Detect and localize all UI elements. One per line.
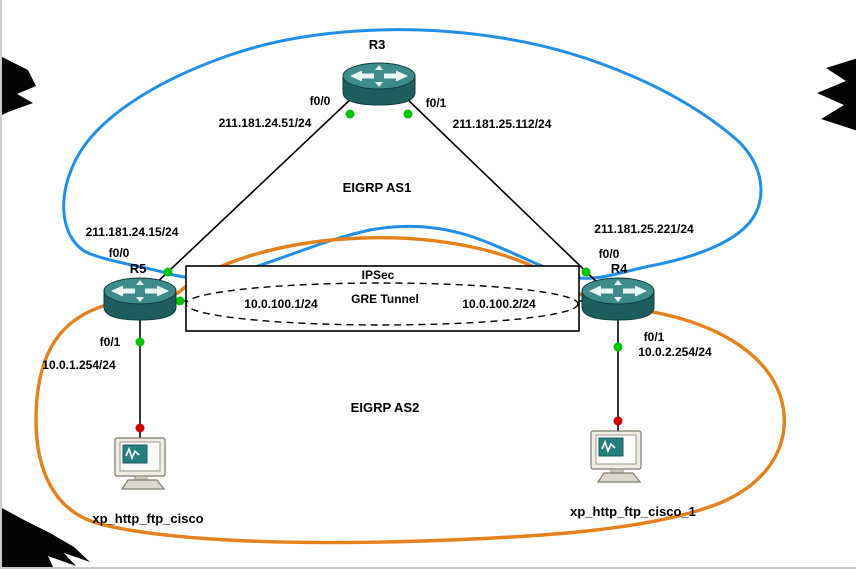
router-r4-icon[interactable]: [581, 277, 655, 321]
scribble-bottom-left: [2, 508, 90, 567]
link-status-up-dot: [403, 109, 413, 119]
scribble-top-left: [2, 57, 36, 115]
r5-f00-ip: 211.181.24.15/24: [86, 225, 179, 239]
link-r3-r5[interactable]: [151, 95, 355, 288]
eigrp-as2-label: EIGRP AS2: [351, 400, 420, 415]
link-r3-r4[interactable]: [403, 95, 603, 288]
eigrp-as1-label: EIGRP AS1: [343, 180, 412, 195]
link-status-down-dot: [135, 423, 145, 433]
gre-tunnel-right-ip: 10.0.100.2/24: [462, 297, 536, 311]
link-status-up-dot: [613, 342, 623, 352]
link-status-up-dot: [581, 267, 591, 277]
ipsec-label: IPSec: [362, 268, 395, 282]
scribble-right-edge: [817, 58, 856, 131]
eigrp-as2-area-outline[interactable]: [34, 235, 786, 545]
link-status-up-dot: [345, 109, 355, 119]
gre-tunnel-label: GRE Tunnel: [351, 292, 419, 306]
pc1-label: xp_http_ftp_cisco: [92, 511, 203, 526]
r3-f01-ip: 211.181.25.112/24: [453, 117, 552, 131]
link-status-up-dot: [175, 296, 185, 306]
link-status-down-dot: [613, 416, 623, 426]
host-pc1-icon[interactable]: [114, 437, 166, 490]
router-r3-icon[interactable]: [342, 62, 416, 106]
pc2-label: xp_http_ftp_cisco_1: [570, 504, 696, 519]
r5-f01-ip: 10.0.1.254/24: [42, 358, 116, 372]
router-r5-icon[interactable]: [103, 277, 177, 321]
eigrp-as1-area-outline[interactable]: [62, 28, 763, 280]
r4-label: R4: [611, 261, 628, 276]
r3-f00-label: f0/0: [310, 94, 331, 108]
r4-f01-label: f0/1: [644, 330, 665, 344]
gre-tunnel-left-ip: 10.0.100.1/24: [244, 297, 318, 311]
r5-f01-label: f0/1: [100, 335, 121, 349]
link-status-up-dot: [135, 337, 145, 347]
r3-label: R3: [369, 37, 386, 52]
r4-f00-label: f0/0: [599, 247, 620, 261]
gre-tunnel-ellipse[interactable]: [185, 282, 579, 326]
r4-f01-ip: 10.0.2.254/24: [638, 345, 712, 359]
link-status-up-dot: [163, 267, 173, 277]
r5-f00-label: f0/0: [109, 246, 130, 260]
r4-f00-ip: 211.181.25.221/24: [594, 222, 694, 236]
r3-f01-label: f0/1: [426, 96, 447, 110]
host-pc2-icon[interactable]: [590, 430, 642, 483]
r3-f00-ip: 211.181.24.51/24: [219, 116, 312, 130]
r5-label: R5: [130, 261, 147, 276]
